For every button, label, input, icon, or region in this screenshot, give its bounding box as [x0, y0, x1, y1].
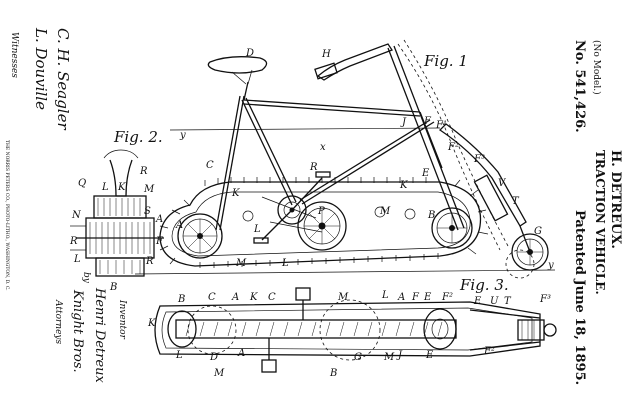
label-F2: F² — [447, 142, 459, 153]
fig2-label-S: S — [144, 206, 151, 217]
hub-lower — [96, 258, 144, 276]
witness-signature-2: L. Douville — [32, 27, 50, 110]
label-y-top: y — [179, 130, 186, 141]
figure-1-caption: Fig. 1 — [423, 52, 468, 70]
fig3-label-F: F — [411, 292, 420, 303]
fig3-label-E3: E — [425, 350, 434, 361]
fig3-label-A: A — [231, 292, 239, 303]
fig3-label-C: C — [208, 292, 216, 303]
attorneys-label: Attorneys — [53, 299, 63, 345]
fig3-label-C2: C — [268, 292, 276, 303]
label-x: x — [320, 142, 326, 153]
fig2-label-L: L — [101, 182, 109, 193]
witness-signature-1: C. H. Seagler — [54, 28, 72, 130]
witnesses-block: Witnesses C. H. Seagler L. Douville — [9, 27, 72, 130]
fig2-label-R2: R — [69, 236, 78, 247]
figure-1-labels: D H y J F F¹ F² F³ C K x R K E V T G B A… — [175, 48, 554, 271]
fig3-label-A2: A — [397, 292, 405, 303]
fig3-label-K: K — [249, 292, 258, 303]
attorney-signature: Knight Bros. — [70, 289, 85, 373]
label-y-bottom: y — [547, 260, 554, 271]
fig3-label-B2: B — [329, 368, 337, 379]
fig3-label-T: T — [504, 296, 512, 307]
patent-header: (No Model.) No. 541,426. H. DETREUX. TRA… — [572, 40, 623, 385]
section-line-y — [170, 128, 440, 130]
fig2-label-K: K — [117, 182, 126, 193]
label-K-1: K — [231, 188, 240, 199]
invention-title: TRACTION VEHICLE. — [593, 150, 607, 295]
fig2-label-Q: Q — [78, 178, 86, 189]
label-L-2: L — [281, 258, 289, 269]
fig3-label-U: U — [490, 296, 499, 307]
saddle — [208, 57, 266, 73]
inventor-heading: Inventor — [117, 299, 127, 340]
fig3-label-E2: E — [473, 296, 482, 307]
by-label: by — [81, 272, 91, 284]
label-C: C — [206, 160, 214, 171]
fig3-label-E: E — [423, 292, 432, 303]
fig3-label-A3: A — [237, 348, 245, 359]
fig3-label-L: L — [381, 290, 389, 301]
figure-3-plan-view: Fig. 3. B C A K C M L A F E F² E — [147, 276, 556, 379]
fig3-label-J: J — [396, 350, 403, 361]
ground-line — [135, 270, 555, 274]
fig2-label-A: A — [155, 214, 163, 225]
label-R: R — [309, 162, 318, 173]
fig3-label-F2: F² — [441, 292, 453, 303]
label-M-2: M — [235, 258, 247, 269]
fig3-label-F3: F³ — [539, 294, 551, 305]
label-F: F — [423, 116, 432, 127]
inventor-name: H. DETREUX. — [608, 150, 623, 249]
fig3-label-K2: K — [147, 318, 156, 329]
label-M: M — [379, 206, 391, 217]
fig3-label-M: M — [337, 292, 349, 303]
label-F3: F³ — [473, 154, 485, 165]
label-E: E — [421, 168, 430, 179]
fig3-label-D: D — [209, 352, 218, 363]
patent-date: Patented June 18, 1895. — [572, 210, 587, 385]
label-T: T — [512, 196, 520, 207]
figure-3-caption: Fig. 3. — [459, 276, 509, 294]
fig2-label-R3: R — [145, 256, 154, 267]
fig2-label-B: B — [109, 282, 117, 293]
fig3-label-M2: M — [213, 368, 225, 379]
fig2-label-R: R — [139, 166, 148, 177]
fig3-label-M3: M — [383, 352, 395, 363]
witnesses-heading: Witnesses — [9, 32, 19, 78]
inventor-signature: Henri Detreux — [92, 287, 107, 384]
label-F1: F¹ — [435, 120, 447, 131]
label-G: G — [534, 226, 542, 237]
label-J: J — [400, 117, 407, 128]
fig2-label-N: N — [71, 210, 82, 221]
patent-number: No. 541,426. — [572, 40, 587, 133]
label-V: V — [498, 178, 507, 189]
model-note: (No Model.) — [591, 40, 602, 95]
label-B: B — [427, 210, 435, 221]
figure-1-traction-vehicle — [135, 40, 555, 278]
label-P: P — [317, 206, 325, 217]
label-L: L — [253, 224, 261, 235]
label-K-2: K — [399, 180, 408, 191]
fig3-label-G: G — [354, 352, 362, 363]
fig3-label-F4: F² — [483, 346, 495, 357]
fig3-label-B: B — [177, 294, 185, 305]
fig3-label-L2: L — [175, 350, 183, 361]
figure-2-detail: Fig. 2. R M Q L K S N A R F L R B — [69, 128, 164, 293]
label-H: H — [321, 49, 331, 60]
fig2-label-L2: L — [73, 254, 81, 265]
label-A: A — [175, 220, 183, 231]
figure-2-caption: Fig. 2. — [113, 128, 163, 146]
steering-fork — [388, 46, 464, 230]
fig2-label-M: M — [143, 184, 155, 195]
hub-upper — [94, 196, 146, 218]
label-D: D — [245, 48, 254, 59]
bicycle-frame — [216, 82, 434, 230]
printer-credit: THE NORRIS PETERS CO., PHOTO-LITHO., WAS… — [4, 140, 10, 291]
fig2-label-F: F — [155, 236, 164, 247]
